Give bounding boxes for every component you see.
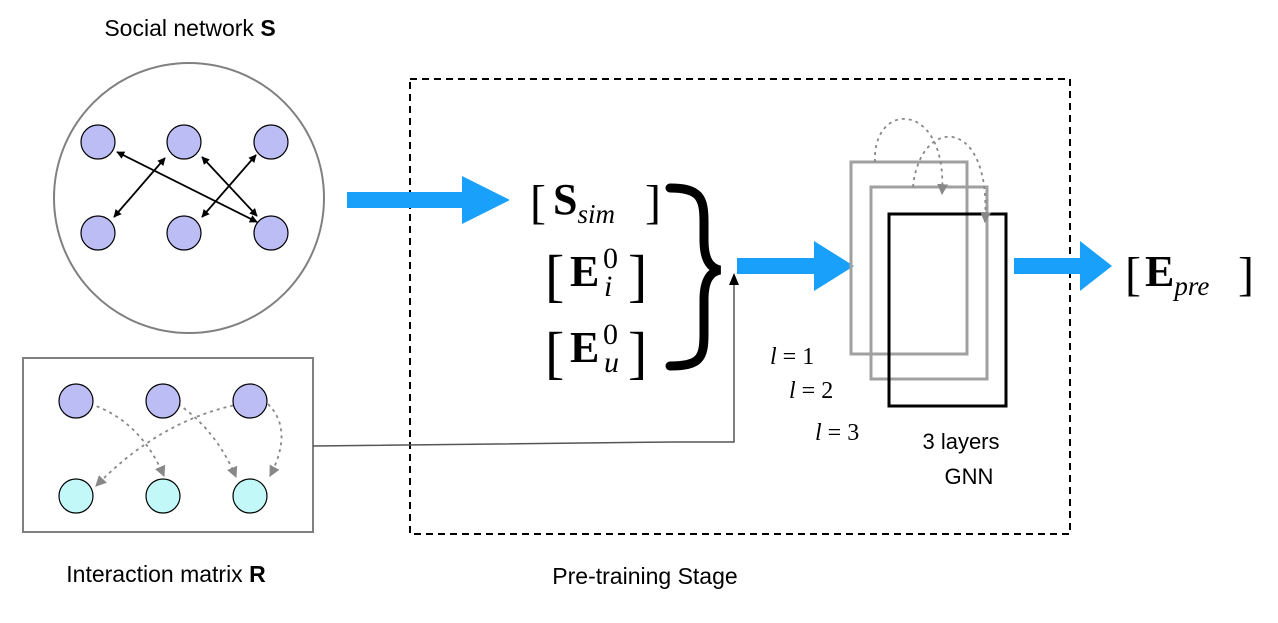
flow-arrow-social (347, 176, 510, 224)
bracket-open: [ (530, 176, 546, 229)
layer-eq: = 1 (777, 344, 815, 370)
interaction-matrix-label: Interaction matrix (66, 561, 249, 587)
output-term: Epre (1145, 247, 1209, 301)
interaction-nodes (58, 383, 268, 514)
s-sim-base: S (553, 175, 577, 224)
e-i-subscript: i (604, 270, 612, 303)
layer-label-3: l = 3 (815, 420, 859, 446)
user-node (253, 215, 289, 251)
curly-brace (665, 183, 722, 371)
layer-var: l (770, 344, 777, 370)
layer-label-1: l = 1 (770, 344, 814, 370)
item-node (232, 478, 268, 514)
e-i-base: E (570, 247, 599, 296)
pretraining-stage-label: Pre-training Stage (552, 563, 737, 589)
user-node (80, 124, 116, 160)
gnn-layer-2 (869, 185, 989, 381)
input-matrices: [ Ssim ] [ E 0 i ] [ E 0 u ] (530, 175, 661, 385)
item-node (58, 478, 94, 514)
social-network-title: Social network S (104, 15, 275, 41)
social-edge (113, 157, 166, 218)
e-i-superscript: 0 (603, 242, 618, 275)
e-u-superscript: 0 (603, 318, 618, 351)
output-subscript: pre (1172, 271, 1209, 301)
interaction-edge (177, 403, 238, 479)
layer-label-2: l = 2 (789, 378, 833, 404)
social-network-circle (53, 62, 325, 334)
user-node (58, 383, 94, 419)
interaction-edges (89, 403, 283, 487)
layer-var: l (815, 420, 822, 446)
output-base: E (1145, 247, 1174, 296)
bracket-close: ] (628, 320, 647, 385)
bracket-open: [ (545, 320, 564, 385)
user-node (166, 124, 202, 160)
user-node (166, 215, 202, 251)
bracket-close: ] (645, 176, 661, 229)
layer-propagation-arrow (912, 135, 992, 224)
flow-arrow-output (1014, 241, 1112, 291)
user-node (145, 383, 181, 419)
interaction-connector-line (312, 283, 735, 447)
interaction-edge (89, 403, 166, 478)
e-u-subscript: u (604, 346, 619, 379)
bracket-open: [ (545, 243, 564, 308)
bracket-close: ] (628, 243, 647, 308)
social-network-label: Social network (104, 15, 260, 41)
gnn-layer-1 (849, 160, 969, 356)
pretraining-stage-box (409, 78, 1071, 535)
gnn-caption-line1: 3 layers (922, 429, 999, 454)
bracket-close: ] (1238, 248, 1254, 301)
user-node (80, 215, 116, 251)
user-node (232, 383, 268, 419)
interaction-matrix-symbol: R (249, 561, 266, 587)
interaction-matrix-title: Interaction matrix R (66, 561, 266, 587)
social-nodes (80, 124, 289, 251)
gnn-caption-line2: GNN (945, 464, 994, 489)
s-sim-term: Ssim (553, 175, 615, 229)
layer-eq: = 3 (822, 420, 860, 446)
layer-propagation-arrows (874, 118, 992, 224)
bracket-open: [ (1125, 248, 1141, 301)
connector-arrowhead (729, 273, 739, 285)
gnn-layer-3 (887, 212, 1008, 408)
layer-propagation-arrow (874, 118, 949, 196)
social-edge (201, 154, 257, 218)
e-u-base: E (570, 323, 599, 372)
social-network-symbol: S (260, 15, 275, 41)
layer-eq: = 2 (796, 378, 834, 404)
layer-var: l (789, 378, 796, 404)
user-node (253, 124, 289, 160)
social-edges (113, 151, 258, 223)
item-node (145, 478, 181, 514)
s-sim-subscript: sim (577, 199, 615, 229)
flow-arrow-gnn (737, 241, 854, 291)
interaction-edge (267, 403, 283, 477)
